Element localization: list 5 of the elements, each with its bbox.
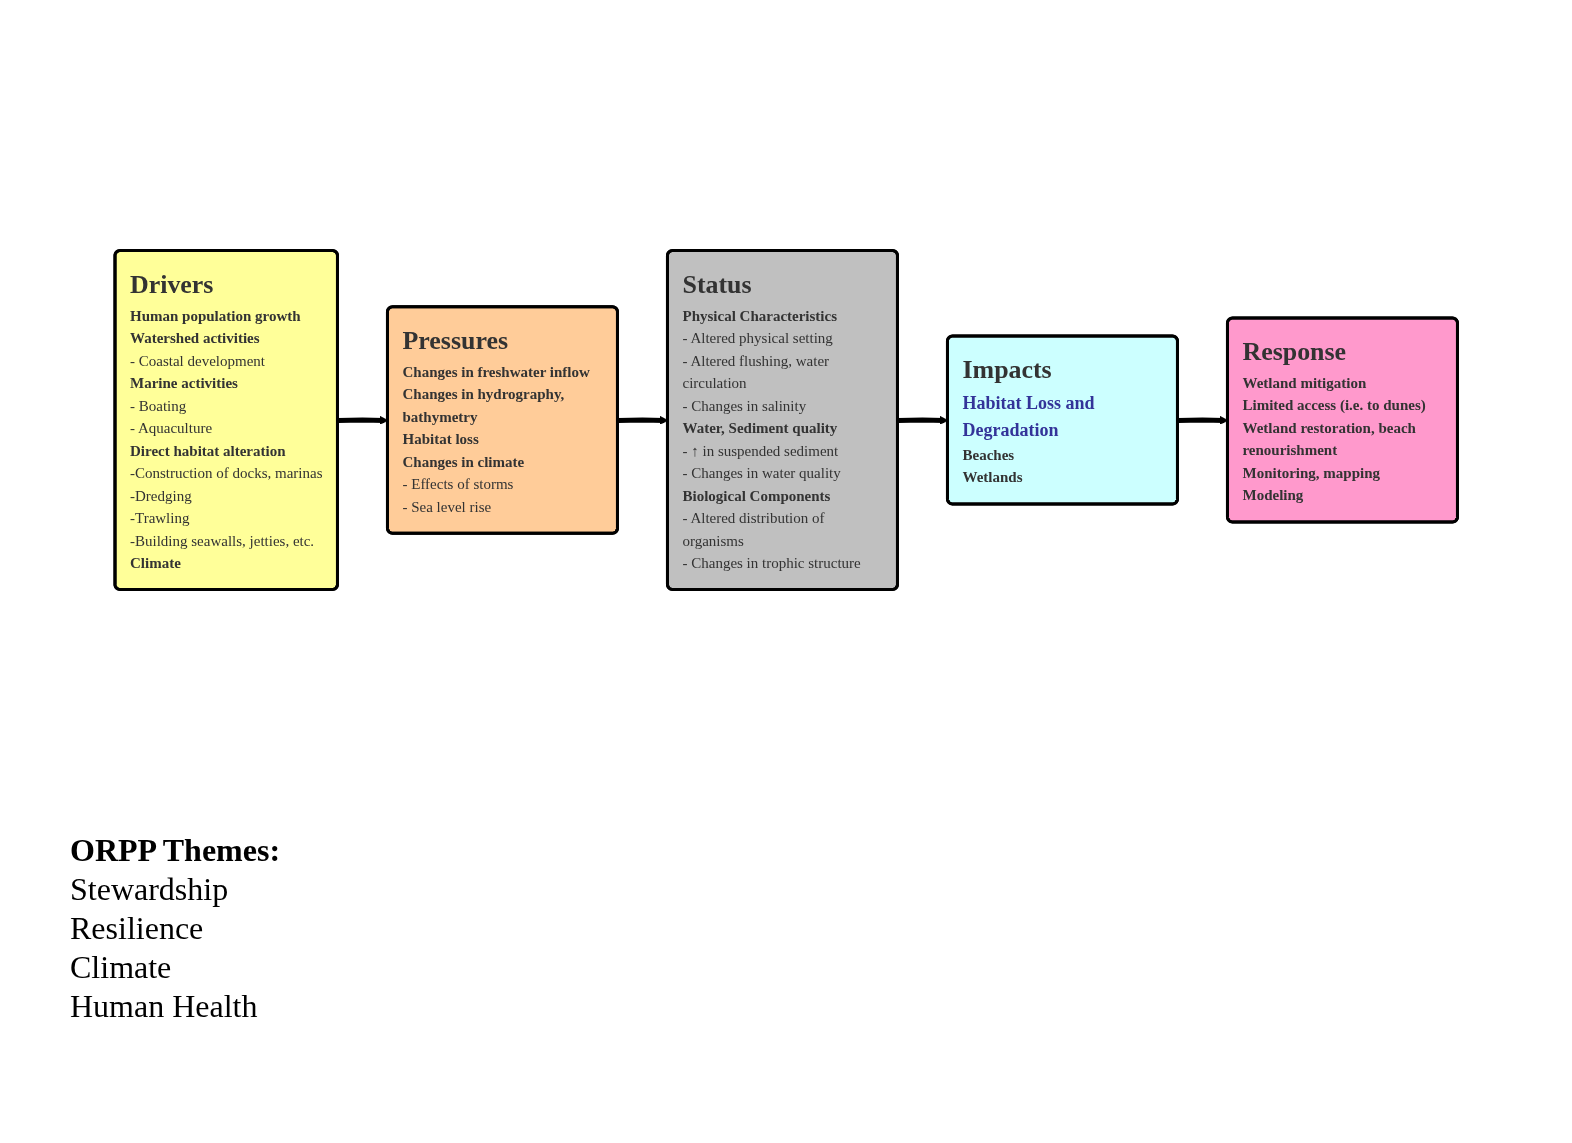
legend-heading: ORPP Themes:: [70, 832, 281, 869]
theme-label: Human Health: [70, 988, 259, 1025]
theme-label: Climate: [70, 949, 173, 986]
theme-label: Resilience: [70, 910, 205, 947]
theme-label: Stewardship: [70, 871, 230, 908]
